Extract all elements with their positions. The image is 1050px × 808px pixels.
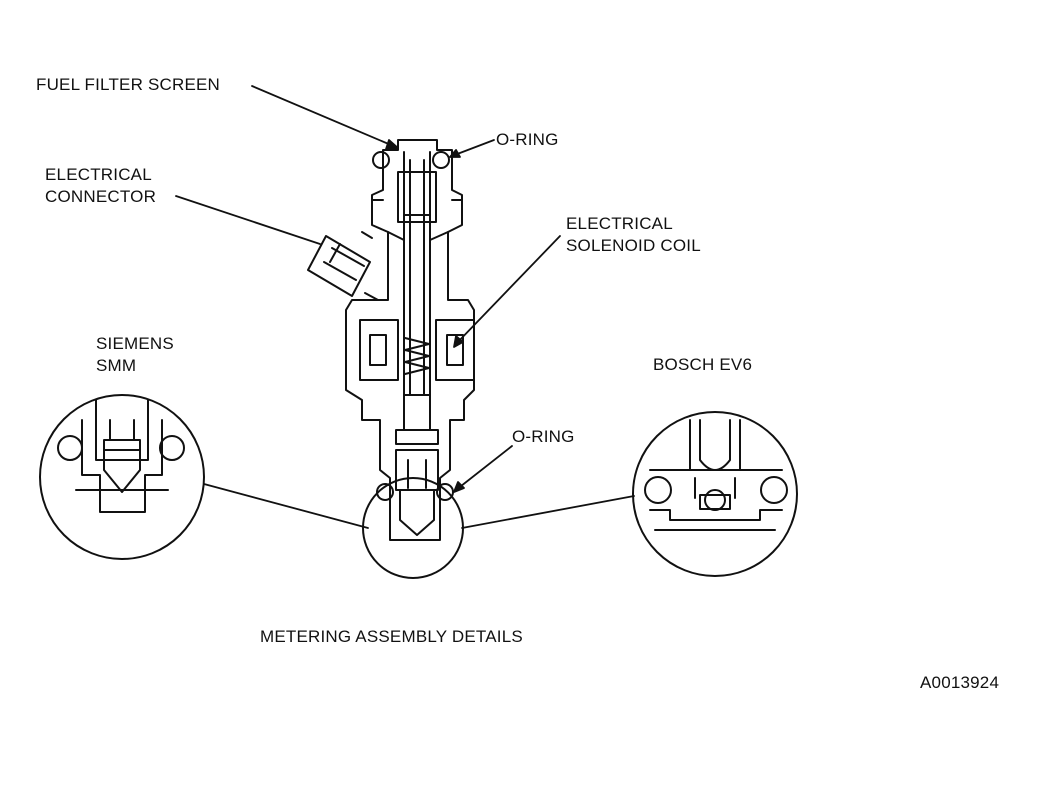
leader-lines	[175, 85, 635, 529]
siemens-detail	[39, 394, 205, 560]
label-bosch: BOSCH EV6	[653, 355, 753, 374]
label-electrical-connector-line2: CONNECTOR	[45, 187, 157, 206]
label-solenoid-coil-line1: ELECTRICAL	[566, 214, 673, 233]
label-siemens-line1: SIEMENS	[96, 334, 174, 353]
o-ring-top-shapes	[372, 151, 450, 169]
tip-detail-circle	[362, 477, 464, 579]
diagram-caption: METERING ASSEMBLY DETAILS	[260, 627, 523, 646]
label-siemens-line2: SMM	[96, 356, 137, 375]
label-solenoid-coil-line2: SOLENOID COIL	[566, 236, 701, 255]
injector-body	[345, 139, 475, 541]
figure-id: A0013924	[920, 673, 1000, 692]
bosch-detail	[632, 411, 798, 577]
electrical-connector-shape	[307, 235, 371, 297]
label-electrical-connector-line1: ELECTRICAL	[45, 165, 152, 184]
label-o-ring-top: O-RING	[496, 130, 559, 149]
label-o-ring-bottom: O-RING	[512, 427, 575, 446]
label-fuel-filter-screen: FUEL FILTER SCREEN	[36, 75, 221, 94]
